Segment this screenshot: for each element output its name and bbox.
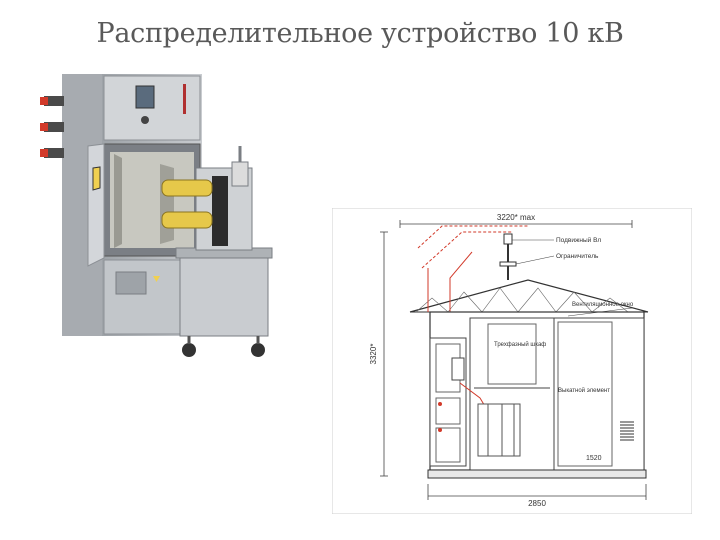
dim-bottom: 2850: [528, 499, 546, 508]
label-element: Выкатной элемент: [558, 387, 610, 394]
label-insulator: Подвижный Вл: [556, 236, 601, 244]
dim-height: 3320*: [369, 344, 378, 365]
label-cabinet: Трехфазный шкаф: [494, 341, 546, 348]
dim-inner: 1520: [586, 455, 602, 462]
slide-title: Распределительное устройство 10 кВ: [96, 18, 624, 49]
switchgear-photo: [40, 74, 273, 357]
technical-drawing: 3220* max 3320* Подвижный Вл Ограничител…: [332, 208, 692, 514]
label-arrester: Ограничитель: [556, 253, 599, 260]
dim-width-top: 3220* max: [497, 213, 535, 222]
label-ventilation: Вентиляционное окно: [572, 302, 634, 308]
